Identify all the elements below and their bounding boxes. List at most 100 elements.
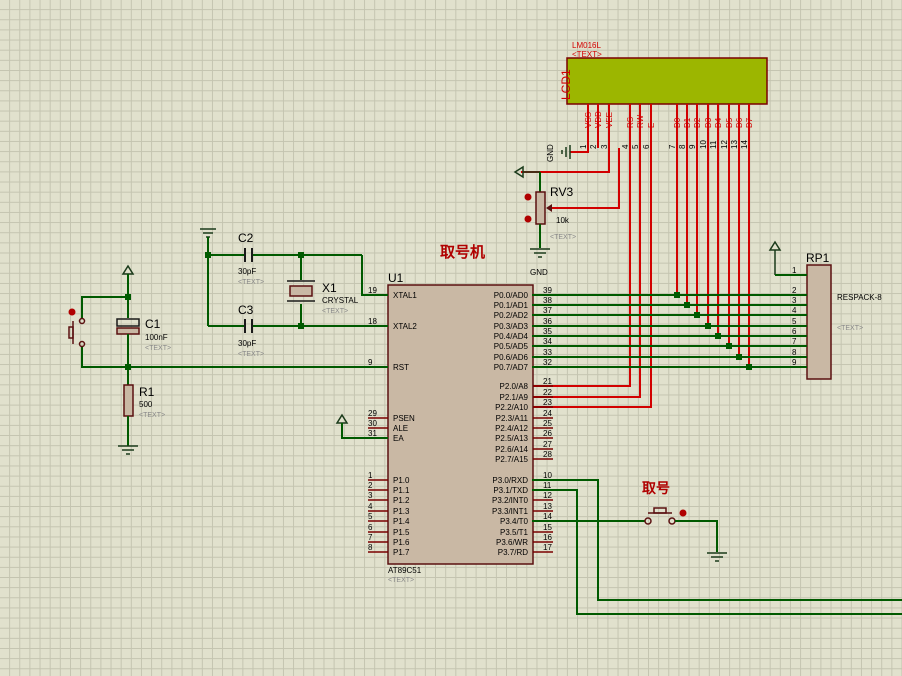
lcd-pin-8-name: D1 [683, 117, 692, 128]
x1-ref: X1 [322, 281, 337, 295]
lcd-pin-1-name: VSS [584, 112, 593, 128]
lcd-pin-4-name: RS [626, 117, 635, 128]
p0-bus-wires [532, 292, 807, 370]
lcd-pin-3-number: 3 [600, 144, 609, 149]
rp1-power [768, 240, 807, 276]
rv3-value: 10k [556, 216, 570, 225]
mcu-pin-13-number: 13 [543, 502, 552, 511]
mcu-pin-25-number: 25 [543, 419, 552, 428]
mcu-pin-32-number: 32 [543, 358, 552, 367]
mcu-pin-35-name: P0.4/AD4 [494, 332, 529, 341]
mcu-pin-18-name: XTAL2 [393, 322, 417, 331]
mcu-pin-1-name: P1.0 [393, 476, 410, 485]
mcu-pin-22-name: P2.1/A9 [500, 393, 529, 402]
mcu-pin-26-name: P2.5/A13 [495, 434, 528, 443]
lcd-pin-14-number: 14 [740, 140, 749, 149]
mcu-pin-36-name: P0.3/AD3 [494, 322, 529, 331]
gnd-label-rv3: GND [530, 268, 548, 277]
lcd-screen [566, 57, 768, 105]
mcu-pin-37-number: 37 [543, 306, 552, 315]
mcu-pin-16-name: P3.6/WR [496, 538, 528, 547]
wire-rw-p21 [532, 148, 641, 398]
mcu-pin-37-name: P0.2/AD2 [494, 311, 529, 320]
lcd-pin-11-name: D4 [714, 117, 723, 128]
rp1-part: RESPACK-8 [837, 293, 882, 302]
lcd-pin-10-number: 10 [699, 140, 708, 149]
c1-ref: C1 [145, 317, 161, 331]
lcd-wires [521, 104, 750, 408]
take-number-button[interactable]: 取号 [642, 481, 727, 562]
mcu-pin-17-name: P3.7/RD [498, 548, 528, 557]
mcu-pin-18-number: 18 [368, 317, 377, 326]
mcu-at89c51[interactable]: U1 AT89C51 <TEXT> 19XTAL118XTAL29RST29PS… [368, 271, 553, 584]
lcd-pin-9-name: D2 [693, 117, 702, 128]
c1-text: <TEXT> [145, 345, 171, 352]
c2-text: <TEXT> [238, 279, 264, 286]
mcu-pin-9-name: RST [393, 363, 409, 372]
lcd-pin-14-name: D7 [745, 117, 754, 128]
lcd-pin-4-number: 4 [621, 144, 630, 149]
mcu-pin-8-name: P1.7 [393, 548, 410, 557]
mcu-pin-31-number: 31 [368, 429, 377, 438]
mcu-right-pins: 39P0.0/AD038P0.1/AD137P0.2/AD236P0.3/AD3… [492, 286, 553, 557]
rp1-pin-1-number: 1 [792, 266, 797, 275]
lcd-part-label: LM016L [572, 41, 601, 50]
mcu-ref: U1 [388, 271, 404, 285]
rp1-pin-9-number: 9 [792, 358, 797, 367]
mcu-pin-39-name: P0.0/AD0 [494, 291, 529, 300]
lcd-pin-13-number: 13 [730, 140, 739, 149]
mcu-pin-28-name: P2.7/A15 [495, 455, 528, 464]
lcd-gnd-symbol: GND [546, 144, 571, 162]
mcu-pin-22-number: 22 [543, 388, 552, 397]
x1-text: <TEXT> [322, 308, 348, 315]
mcu-pin-11-number: 11 [543, 481, 552, 490]
wire-vee-rv3 [548, 148, 620, 209]
lcd-pin-3-name: VEE [605, 112, 614, 128]
oscillator-circuit[interactable]: C2 30pF <TEXT> C3 30pF <TEXT> X1 CRYSTAL… [200, 228, 388, 358]
mcu-pin-15-number: 15 [543, 523, 552, 532]
reset-circuit[interactable]: C1 100nF <TEXT> R1 500 <TEXT> [68, 264, 389, 455]
r1-body [123, 384, 134, 417]
rp1-pin-7-number: 7 [792, 337, 797, 346]
potentiometer-rv3[interactable]: RV3 10k <TEXT> GND [524, 172, 577, 277]
lcd-pin-12-number: 12 [720, 140, 729, 149]
mcu-pin-7-number: 7 [368, 533, 373, 542]
wire-rs-p20 [532, 148, 631, 387]
c2-value: 30pF [238, 267, 256, 276]
power-terminal-rv3 [513, 165, 540, 179]
lcd-display[interactable]: LM016L <TEXT> LCD1 VSS1VDD2VEE3RS4RW5E6D… [559, 41, 768, 149]
rp1-text: <TEXT> [837, 325, 863, 332]
p3-wires [532, 479, 902, 615]
mcu-pin-14-name: P3.4/T0 [500, 517, 529, 526]
mcu-pin-6-name: P1.5 [393, 528, 410, 537]
mcu-pin-38-number: 38 [543, 296, 552, 305]
rp1-pin-2-number: 2 [792, 286, 797, 295]
lcd-pin-8-number: 8 [678, 144, 687, 149]
mcu-pin-4-name: P1.3 [393, 507, 410, 516]
mcu-pin-21-number: 21 [543, 377, 552, 386]
mcu-pin-17-number: 17 [543, 543, 552, 552]
mcu-pin-1-number: 1 [368, 471, 373, 480]
lcd-pin-7-name: D0 [673, 117, 682, 128]
mcu-pin-8-number: 8 [368, 543, 373, 552]
r1-value: 500 [139, 400, 153, 409]
mcu-pin-3-name: P1.2 [393, 496, 410, 505]
mcu-pin-23-number: 23 [543, 398, 552, 407]
mcu-pin-14-number: 14 [543, 512, 552, 521]
mcu-pin-5-name: P1.4 [393, 517, 410, 526]
mcu-pin-23-name: P2.2/A10 [495, 403, 528, 412]
rp1-pin-3-number: 3 [792, 296, 797, 305]
mcu-pin-4-number: 4 [368, 502, 373, 511]
lcd-pin-11-number: 11 [709, 140, 718, 149]
lcd-ref-label: LCD1 [559, 69, 573, 100]
mcu-pin-24-name: P2.3/A11 [496, 414, 529, 423]
mcu-pin-12-name: P3.2/INT0 [492, 496, 529, 505]
rv3-text: <TEXT> [550, 234, 576, 241]
mcu-pin-38-name: P0.1/AD1 [494, 301, 529, 310]
mcu-pin-30-number: 30 [368, 419, 377, 428]
lcd-pin-6-name: E [647, 123, 656, 128]
mcu-pin-16-number: 16 [543, 533, 552, 542]
mcu-pin-34-name: P0.5/AD5 [494, 342, 529, 351]
mcu-pin-7-name: P1.6 [393, 538, 410, 547]
